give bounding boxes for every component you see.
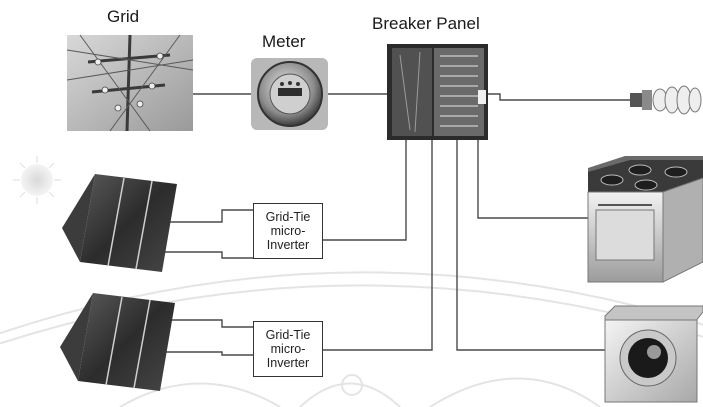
breaker-panel-label: Breaker Panel [372,14,480,34]
solar-cell-icon [60,293,175,391]
sun-icon [13,156,61,204]
inverter-2-line1: Grid-Tie [266,328,311,342]
cfl-bulb-icon [630,86,701,114]
grid-label: Grid [107,7,139,27]
micro-inverter-2: Grid-Tie micro- Inverter [253,321,323,377]
washing-machine-icon [605,306,703,402]
inverter-2-line2: micro- [271,342,306,356]
solar-cell-icon [62,174,177,272]
inverter-2-line3: Inverter [267,356,309,370]
electric-meter-icon [251,58,328,130]
micro-inverter-1: Grid-Tie micro- Inverter [253,203,323,259]
power-pole-icon [67,35,193,131]
inverter-1-line1: Grid-Tie [266,210,311,224]
inverter-1-line2: micro- [271,224,306,238]
stove-icon [588,156,703,282]
breaker-panel-icon [387,44,488,140]
meter-label: Meter [262,32,305,52]
inverter-1-line3: Inverter [267,238,309,252]
